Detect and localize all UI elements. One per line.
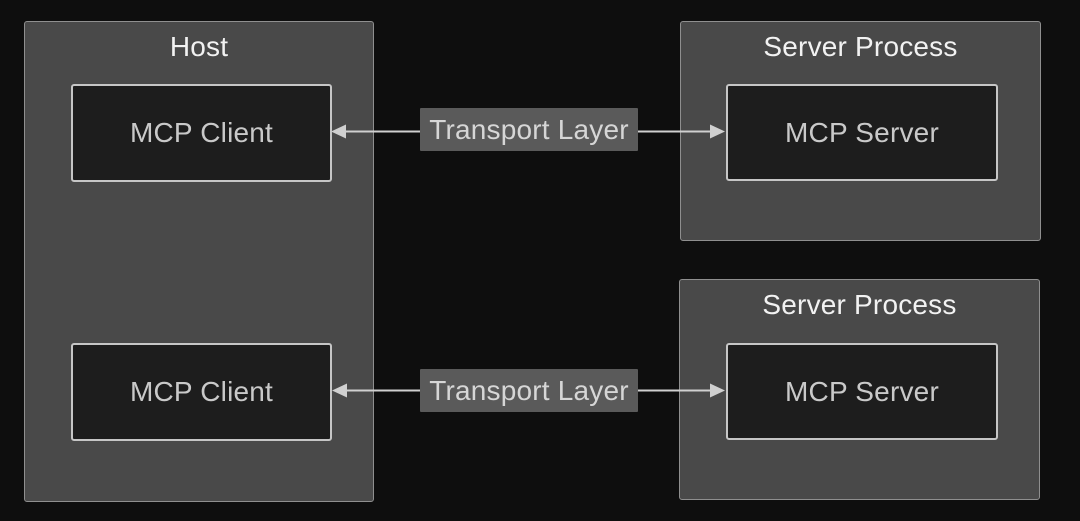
transport-layer-label-1: Transport Layer [420, 108, 638, 151]
arrowhead-right-2 [710, 383, 725, 398]
mcp-server-node-2: MCP Server [726, 343, 998, 440]
arrowhead-right-1 [710, 124, 725, 139]
server-process-title-2: Server Process [762, 289, 957, 320]
mcp-client-node-1: MCP Client [71, 84, 332, 182]
transport-layer-label-2: Transport Layer [420, 369, 638, 412]
host-container: Host MCP Client MCP Client [24, 21, 374, 502]
arrowhead-left-2 [332, 383, 347, 398]
arrowhead-left-1 [331, 124, 346, 139]
host-title: Host [169, 31, 229, 62]
mcp-server-node-1: MCP Server [726, 84, 998, 181]
server-process-title-1: Server Process [763, 31, 958, 62]
server-process-container-2: Server Process MCP Server [679, 279, 1040, 500]
mcp-client-node-2: MCP Client [71, 343, 332, 441]
server-process-container-1: Server Process MCP Server [680, 21, 1041, 241]
